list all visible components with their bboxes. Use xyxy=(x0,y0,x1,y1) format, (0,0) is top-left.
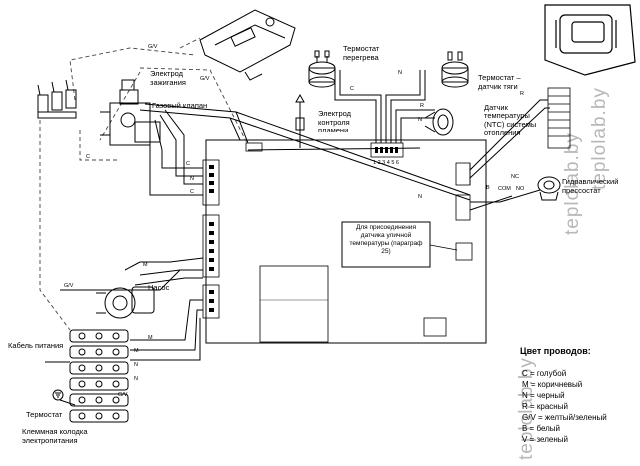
wire-marks: G/V G/V C N C N C R N R N B M G/V M M N … xyxy=(64,44,525,398)
wire-mark: G/V xyxy=(148,44,158,50)
wire-mark: C xyxy=(190,189,194,195)
legend-item: G/V = желтый/зеленый xyxy=(522,413,607,422)
wire-mark: G/V xyxy=(118,392,128,398)
electrode-terminals xyxy=(37,79,77,119)
label-ntc-sensor: Датчик температуры (NTC) системы отоплен… xyxy=(484,104,536,137)
draft-thermostat xyxy=(441,51,469,88)
wire-mark: M xyxy=(143,262,148,268)
wire-mark: C xyxy=(86,154,90,160)
board-pin-marks xyxy=(209,147,398,312)
outdoor-sensor-note-box xyxy=(341,221,431,268)
wire-mark: N xyxy=(134,376,138,382)
label-pump: Насос xyxy=(148,283,170,292)
watermark-bottom: teplolab.by xyxy=(516,357,537,460)
legend-title: Цвет проводов: xyxy=(520,346,591,356)
connector-pin-numbers: 1 2 3 4 5 6 xyxy=(373,160,399,166)
wire-mark: N xyxy=(418,194,422,200)
watermark-right: teplolab.by xyxy=(562,132,583,235)
wire-mark: C xyxy=(350,86,354,92)
wire-mark: N xyxy=(190,176,194,182)
label-ignition-electrode-l2: зажигания xyxy=(150,78,186,87)
note-pointer xyxy=(429,244,458,251)
pump xyxy=(96,261,155,319)
legend-item: V = зеленый xyxy=(522,435,568,444)
overheat-thermostat xyxy=(308,50,336,88)
watermark-group: teplolab.by teplolab.by teplolab.by xyxy=(516,87,610,460)
wire-mark: R xyxy=(420,103,424,109)
legend-item: М = коричневый xyxy=(522,380,582,389)
label-overheat-thermostat: Термостат перегрева xyxy=(343,45,379,62)
wire-mark: G/V xyxy=(64,283,74,289)
gas-valve xyxy=(100,79,161,146)
hydraulic-pressostat xyxy=(537,176,561,201)
wire-mark: G/V xyxy=(200,76,210,82)
wire-mark: C xyxy=(186,161,190,167)
draft-sensor-strip xyxy=(547,87,571,149)
watermark-top-right: teplolab.by xyxy=(589,87,610,190)
legend-item: С = голубой xyxy=(522,369,566,378)
label-pressostat: Гидравлический прессостат xyxy=(562,178,618,195)
flame-electrode xyxy=(295,93,305,131)
ignition-transformer xyxy=(199,9,296,81)
wire-mark: N xyxy=(418,117,422,123)
wire-mark: N xyxy=(398,70,402,76)
wire-mark: COM xyxy=(498,186,511,192)
control-board xyxy=(202,139,487,344)
wire-mark: N xyxy=(134,362,138,368)
power-terminal-block xyxy=(45,329,129,423)
wire-mark: M xyxy=(148,335,153,341)
wiring-lines xyxy=(60,70,550,361)
control-panel xyxy=(544,4,636,76)
ntc-sensor xyxy=(424,108,454,136)
label-draft-sensor: Термостат – датчик тяги xyxy=(478,74,521,91)
wire-mark: M xyxy=(134,348,139,354)
wire-mark: NO xyxy=(516,186,525,192)
label-ignition-electrode-l1: Электрод xyxy=(150,69,184,78)
label-power-cable: Кабель питания xyxy=(8,341,63,350)
label-terminal-block: Клеммная колодка электропитания xyxy=(22,428,88,445)
label-gas-valve: Газовый клапан xyxy=(152,101,207,110)
wire-mark: NC xyxy=(511,174,519,180)
wire-mark: R xyxy=(520,91,524,97)
legend-item: N = черный xyxy=(522,391,565,400)
wire-mark: B xyxy=(486,185,490,191)
label-flame-electrode: Электрод контроля пламени xyxy=(318,110,351,132)
legend-item: В = белый xyxy=(522,424,560,433)
label-room-thermostat: Термостат xyxy=(26,410,63,419)
legend-item: R = красный xyxy=(522,402,568,411)
ground-icon xyxy=(52,389,64,401)
outdoor-sensor-note: Для присоединения датчика уличной темпер… xyxy=(349,224,422,255)
wire-color-legend: Цвет проводов: С = голубой М = коричневы… xyxy=(520,346,607,444)
